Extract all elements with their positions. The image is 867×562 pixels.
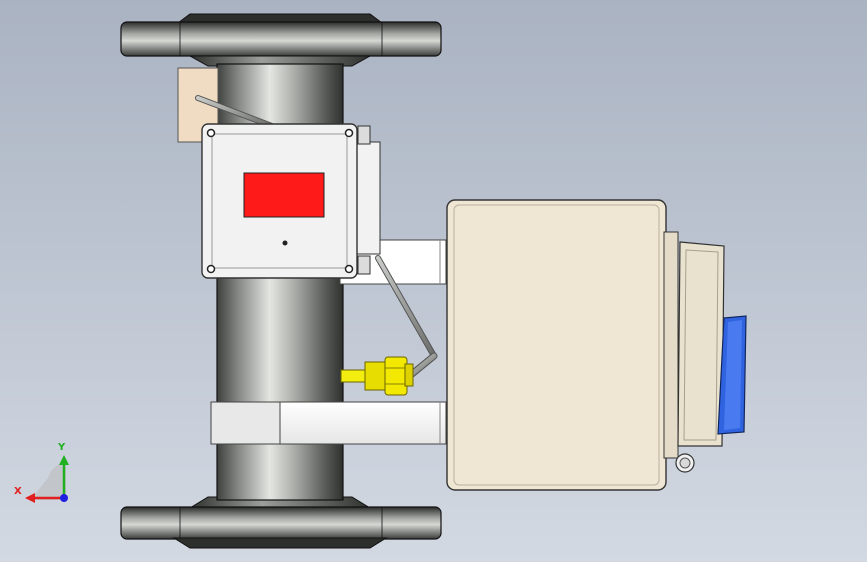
lower-cable bbox=[376, 256, 436, 358]
transmitter-housing[interactable] bbox=[446, 199, 679, 491]
x-axis-label: X bbox=[14, 486, 22, 497]
screw-icon bbox=[206, 264, 216, 274]
cable-gland[interactable] bbox=[340, 356, 414, 396]
bottom-flange[interactable] bbox=[120, 496, 442, 549]
screw-icon bbox=[344, 264, 354, 274]
y-axis-label: Y bbox=[58, 442, 66, 453]
display-window[interactable] bbox=[243, 172, 325, 218]
led-indicator bbox=[282, 240, 288, 246]
screw-icon bbox=[206, 128, 216, 138]
screw-icon bbox=[344, 128, 354, 138]
side-panel[interactable] bbox=[675, 241, 725, 473]
upper-cable bbox=[196, 96, 274, 128]
junction-box[interactable] bbox=[201, 123, 381, 279]
blue-cover[interactable] bbox=[717, 315, 747, 435]
top-flange[interactable] bbox=[120, 13, 442, 67]
lower-strap[interactable] bbox=[210, 401, 447, 445]
